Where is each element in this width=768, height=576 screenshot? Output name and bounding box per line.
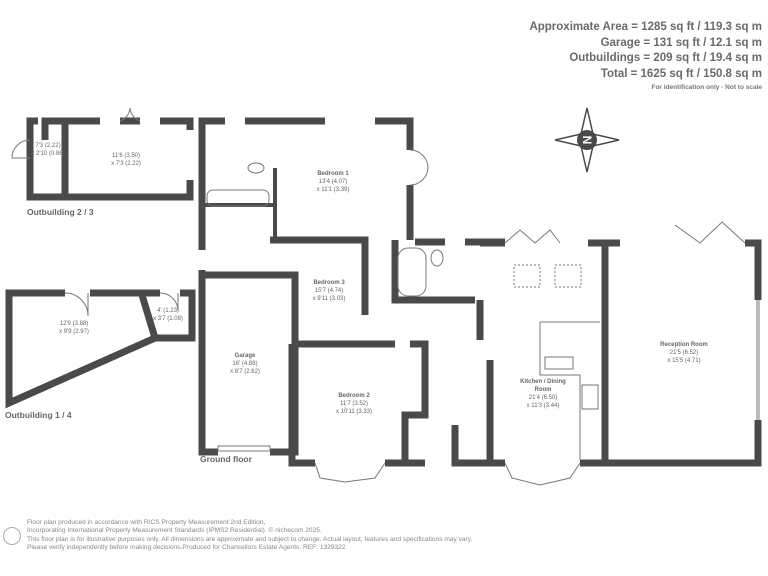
footer-line: Please verify independently before makin… bbox=[27, 543, 346, 551]
kitchen-counter bbox=[539, 321, 600, 460]
person-icon bbox=[3, 527, 21, 545]
bedroom3-walls bbox=[270, 236, 369, 315]
footer-line: Floor plan produced in accordance with R… bbox=[27, 519, 266, 526]
kitchen-reception-walls bbox=[451, 239, 762, 467]
room-label: 11'6 (3.50)x 7'3 (2.22) bbox=[111, 153, 141, 167]
area-summary: Approximate Area = 1285 sq ft / 119.3 sq… bbox=[529, 20, 762, 94]
bath bbox=[397, 247, 427, 297]
total-area: Total = 1625 sq ft / 150.8 sq m bbox=[600, 67, 762, 80]
toilet bbox=[430, 249, 444, 267]
french-doors bbox=[409, 149, 429, 186]
bay-window bbox=[504, 462, 581, 486]
compass-rose-icon: N bbox=[554, 107, 620, 173]
french-doors bbox=[119, 107, 141, 122]
footer-line: Incorporating International Property Mea… bbox=[27, 527, 322, 535]
bifold-doors bbox=[674, 221, 746, 244]
bay-window bbox=[314, 462, 386, 483]
outbuilding-14-divider bbox=[138, 293, 159, 340]
sink bbox=[544, 356, 574, 370]
section-label: Outbuilding 2 / 3 bbox=[27, 207, 94, 217]
door-swing bbox=[64, 292, 89, 317]
approximate-area: Approximate Area = 1285 sq ft / 119.3 sq… bbox=[529, 21, 762, 33]
door-swing bbox=[159, 292, 179, 312]
doors-windows bbox=[11, 107, 760, 486]
bath bbox=[206, 189, 270, 207]
section-label: Outbuilding 1 / 4 bbox=[5, 410, 72, 420]
ensuite-walls bbox=[205, 168, 277, 240]
garage-door bbox=[217, 445, 271, 452]
bathroom-walls bbox=[391, 238, 505, 304]
outbuildings-area: Outbuildings = 209 sq ft / 19.4 sq m bbox=[569, 52, 762, 64]
skylight bbox=[513, 264, 541, 288]
footer-disclaimer: Floor plan produced in accordance with R… bbox=[27, 519, 472, 552]
outbuilding-23-walls bbox=[26, 117, 194, 201]
compass-north-letter: N bbox=[580, 136, 594, 145]
room-label: 12'9 (3.88)x 9'9 (2.97) bbox=[59, 321, 89, 335]
hob bbox=[581, 384, 599, 410]
room-label: 4' (1.23)x 3'7 (1.08) bbox=[153, 308, 183, 322]
door-swing bbox=[11, 139, 31, 159]
bifold-doors bbox=[504, 229, 561, 244]
skylight bbox=[554, 264, 582, 288]
scale-note: For identification only - Not to scale bbox=[651, 84, 762, 91]
walls bbox=[5, 117, 762, 467]
bedroom1-walls bbox=[198, 117, 414, 250]
bedroom2-walls bbox=[288, 340, 429, 467]
section-label: Ground floor bbox=[200, 454, 252, 464]
footer-line: This floor plan is for illustrative purp… bbox=[27, 535, 473, 543]
toilet bbox=[247, 162, 265, 174]
garage-area: Garage = 131 sq ft / 12.1 sq m bbox=[600, 36, 762, 49]
room-label: 7'3 (2.22)x 2'10 (0.86) bbox=[31, 143, 65, 157]
